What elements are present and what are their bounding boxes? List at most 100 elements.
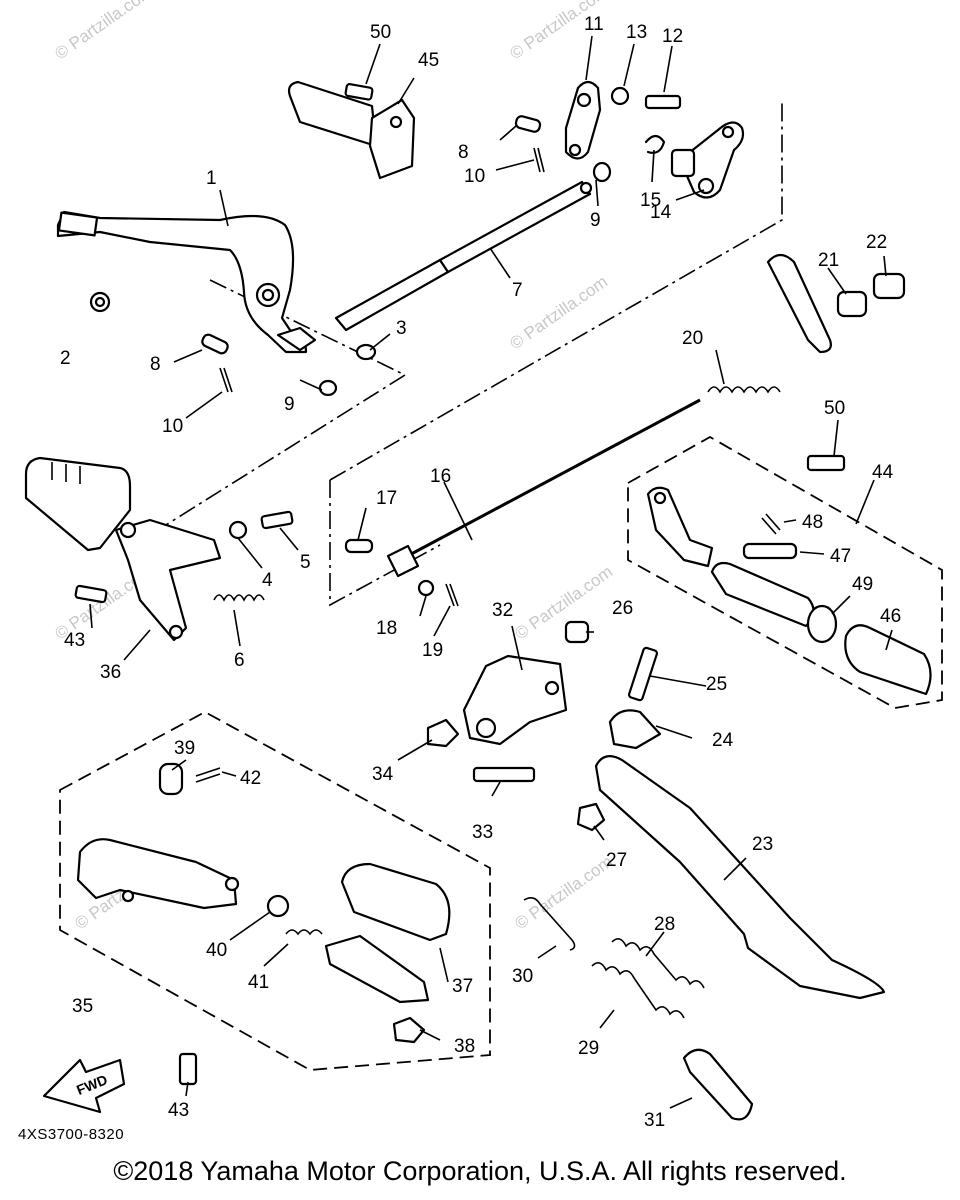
callout-3: 3 (396, 318, 407, 339)
rod-16 (399, 398, 701, 562)
leader-lines (89, 35, 893, 1109)
callout-37: 37 (452, 976, 473, 997)
shift-pedal (56, 210, 317, 354)
callout-47: 47 (830, 546, 851, 567)
pin-17 (344, 538, 374, 554)
callout-26: 26 (612, 598, 633, 619)
nut-38 (392, 1016, 426, 1044)
rod-assembly-outline (329, 100, 783, 481)
washer-40 (266, 894, 290, 918)
callout-21: 21 (818, 250, 839, 271)
callout-16: 16 (430, 466, 451, 487)
callout-22: 22 (866, 232, 887, 253)
bolt-43 (74, 584, 108, 604)
pin-8 (201, 115, 542, 355)
group-44-outline (627, 435, 943, 709)
forward-arrow: FWD (42, 1058, 126, 1114)
clip-30 (523, 896, 576, 951)
stand-bracket-32 (462, 654, 568, 746)
bushing-21 (836, 290, 868, 318)
link-arm (766, 253, 832, 354)
callout-36: 36 (100, 662, 121, 683)
bolt-2-head (94, 296, 106, 308)
callout-50b: 50 (824, 398, 845, 419)
callout-28: 28 (654, 914, 675, 935)
callout-7: 7 (512, 280, 523, 301)
pin-39 (158, 762, 184, 796)
collar-26 (564, 620, 590, 644)
washer-18 (417, 579, 435, 597)
cover-31 (682, 1048, 754, 1121)
callout-25: 25 (706, 674, 727, 695)
footrest-rubber-46 (844, 624, 932, 696)
footrest-bracket-44 (646, 486, 714, 568)
washer-49 (806, 604, 838, 644)
callout-14: 14 (650, 202, 672, 223)
washer-9 (318, 379, 338, 397)
callout-17: 17 (376, 488, 397, 509)
callout-43a: 43 (64, 630, 85, 651)
bolt-25 (627, 646, 659, 702)
watermark: © Partzilla.com (511, 562, 616, 643)
callout-10a: 10 (162, 416, 183, 437)
callout-1: 1 (206, 168, 217, 189)
callout-labels: 1 2 3 4 5 6 7 8 8 9 9 10 10 11 12 13 14 … (60, 14, 901, 1131)
spring-28 (611, 938, 705, 989)
callout-5: 5 (300, 552, 311, 573)
sidestand-23 (594, 755, 886, 1000)
spring-20 (707, 386, 781, 394)
callout-32: 32 (492, 600, 513, 621)
callout-6: 6 (234, 650, 245, 671)
spring-6 (213, 594, 265, 602)
callout-9b: 9 (590, 210, 601, 231)
callout-35: 35 (72, 996, 93, 1017)
washer-13 (610, 86, 630, 106)
callout-39: 39 (174, 738, 195, 759)
washer-9 (592, 161, 612, 183)
cotter-pin-10 (533, 147, 545, 173)
callout-49: 49 (852, 574, 873, 595)
callout-11: 11 (584, 14, 604, 35)
callout-29: 29 (578, 1038, 599, 1059)
spring-41 (285, 929, 323, 936)
callout-44: 44 (872, 462, 894, 483)
callout-19: 19 (422, 640, 443, 661)
callout-15: 15 (640, 190, 661, 211)
shift-arm-11 (564, 80, 602, 160)
cotter-pin-48 (761, 513, 781, 535)
callout-30: 30 (512, 966, 533, 987)
callout-2: 2 (60, 348, 71, 369)
group-35-outline (59, 710, 491, 1071)
callout-10b: 10 (464, 166, 485, 187)
watermarks: © Partzilla.com © Partzilla.com © Partzi… (51, 0, 616, 933)
callout-46: 46 (880, 606, 901, 627)
cotter-pin-42 (195, 767, 221, 783)
callout-12: 12 (662, 26, 683, 47)
callout-8b: 8 (458, 142, 469, 163)
callout-38: 38 (454, 1036, 475, 1057)
cotter-pin-19 (445, 583, 459, 607)
circlip-15 (644, 134, 666, 154)
callout-43b: 43 (168, 1100, 189, 1121)
bolt-43 (178, 1052, 198, 1086)
footrest-37 (340, 862, 451, 942)
bolt-50 (344, 83, 374, 101)
nut-34 (426, 718, 460, 748)
footrest-base (324, 934, 430, 1004)
callout-48: 48 (802, 512, 823, 533)
rod-assembly-outline (329, 480, 441, 607)
callout-31: 31 (644, 1110, 665, 1131)
washer-4 (228, 520, 248, 540)
footrest-bracket-35 (76, 838, 240, 910)
callout-23: 23 (752, 834, 773, 855)
callout-40: 40 (206, 940, 227, 961)
footrest-peg (710, 561, 815, 628)
spring-29 (591, 962, 685, 1019)
callout-24: 24 (712, 730, 734, 751)
footrest-bracket-36 (24, 456, 222, 642)
copyright-notice: ©2018 Yamaha Motor Corporation, U.S.A. A… (113, 1156, 847, 1186)
watermark: © Partzilla.com (511, 852, 616, 933)
nut-22 (872, 272, 906, 300)
bolt-5 (260, 510, 294, 530)
bolt-50 (806, 454, 846, 472)
